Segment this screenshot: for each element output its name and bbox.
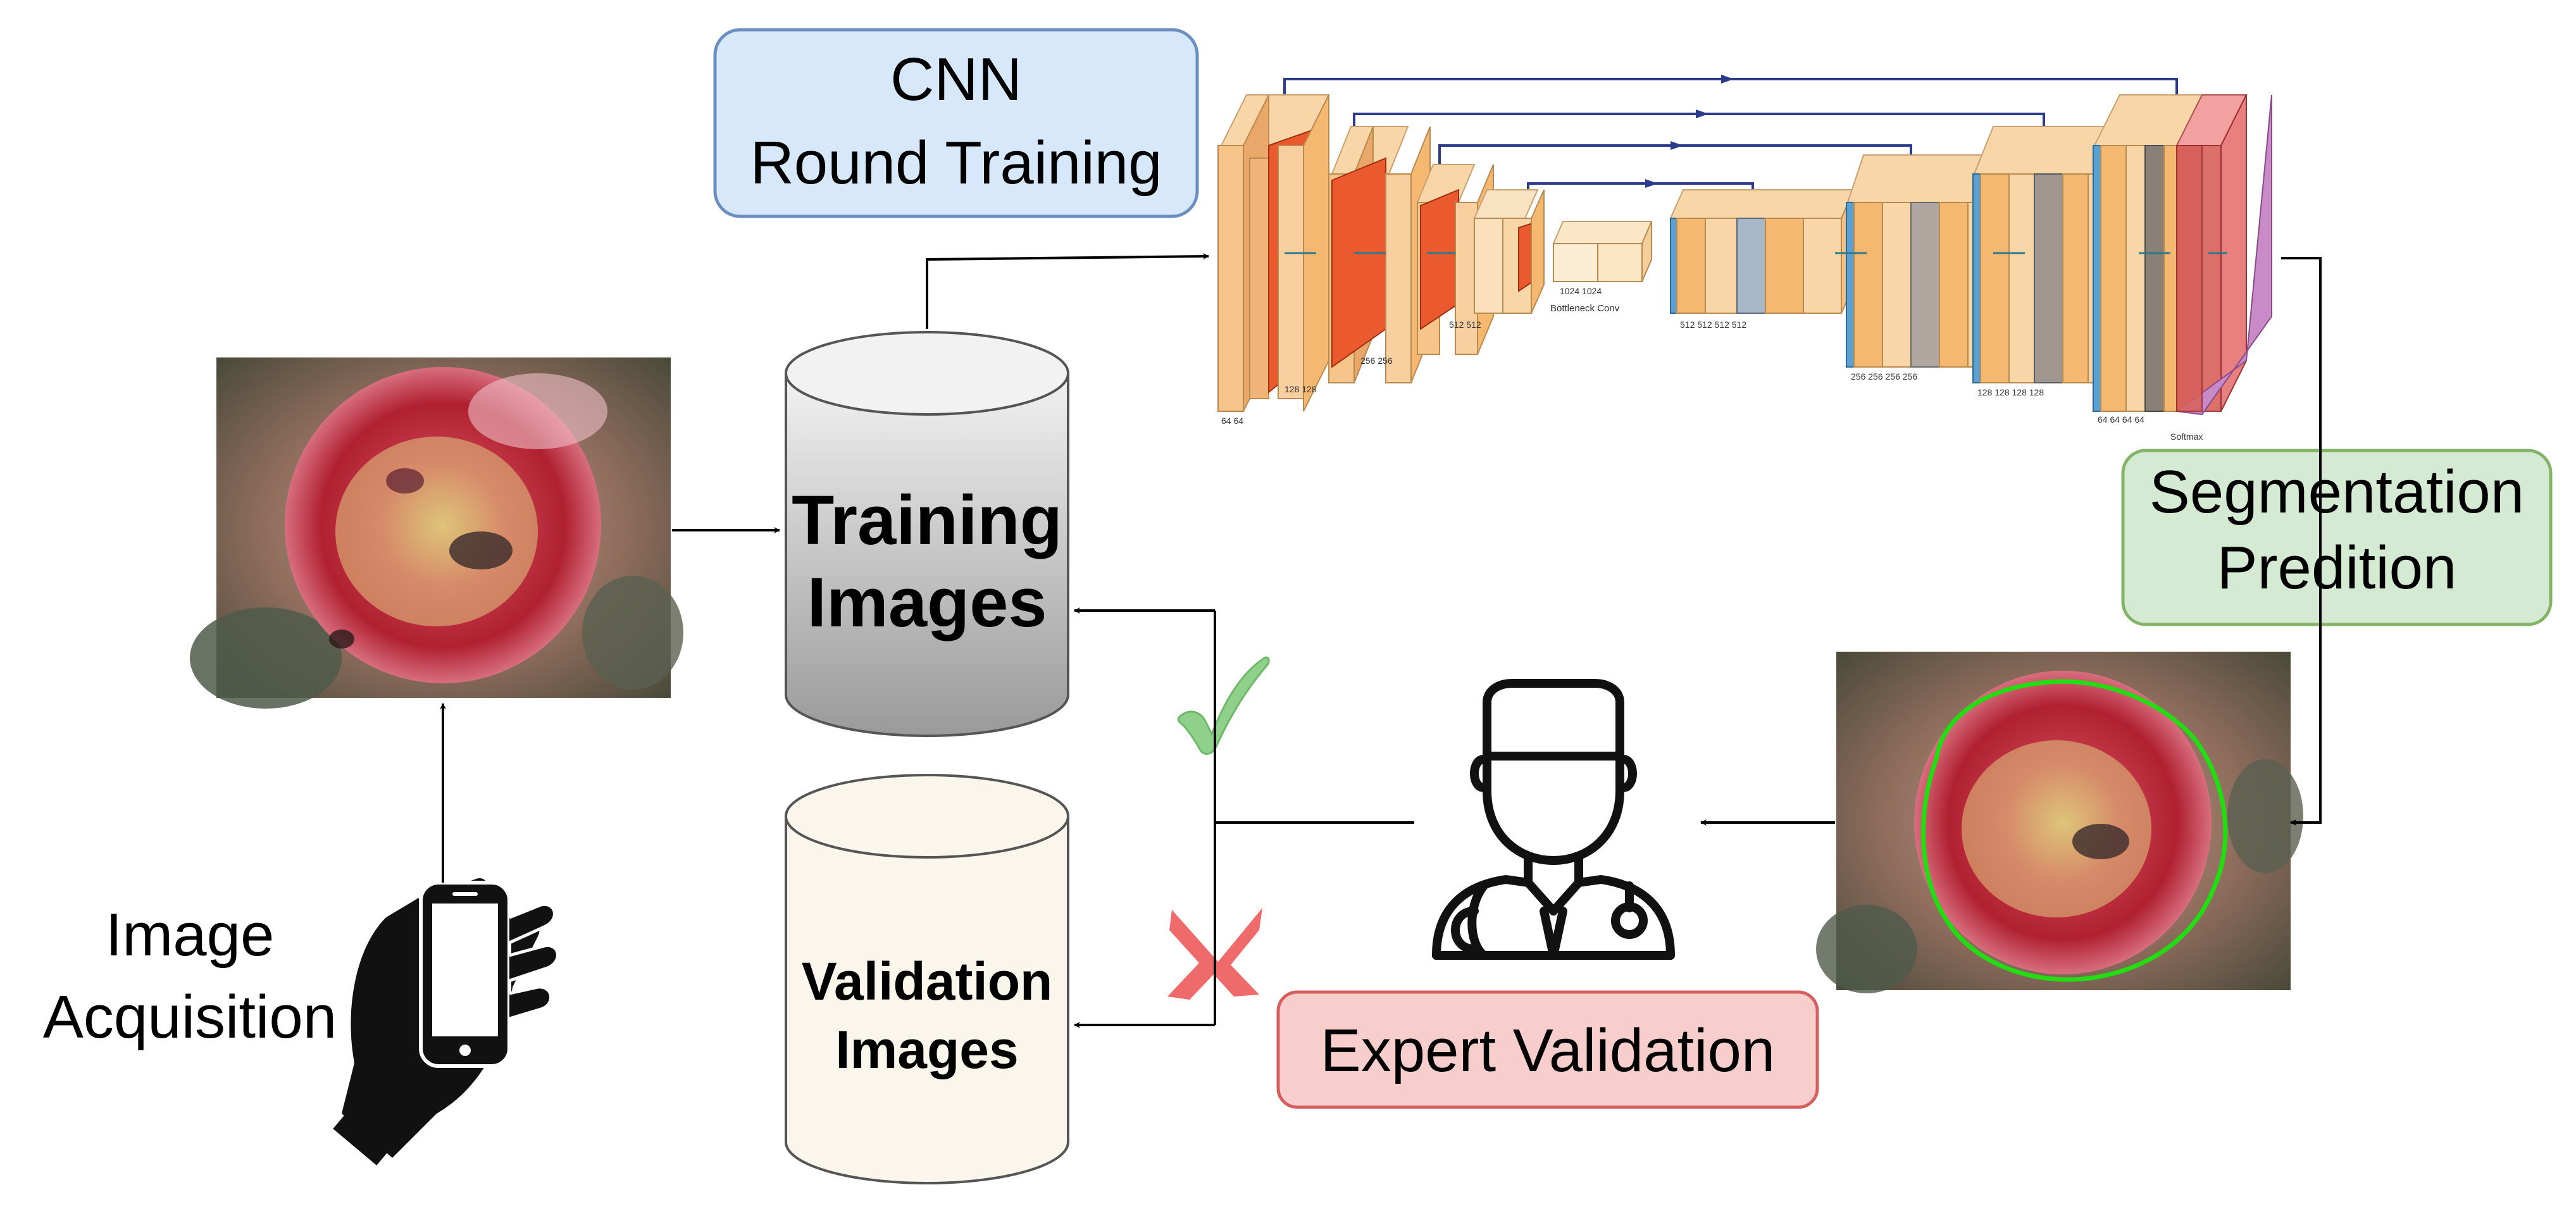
phone-in-hand-icon	[333, 878, 559, 1165]
cnn-round-training-box: CNN Round Training	[713, 28, 1199, 218]
svg-text:64 64 64 64: 64 64 64 64	[2098, 414, 2144, 425]
training-images-database: Training Images	[785, 331, 1069, 737]
encoder-block-2: 128 128 256 256	[1285, 126, 1431, 394]
segmentation-line2: Predition	[2217, 534, 2457, 602]
check-icon	[1177, 656, 1270, 755]
cnn-box-line1: CNN	[890, 46, 1022, 113]
wound-photo	[190, 357, 683, 709]
bottleneck-block: 1024 1024 Bottleneck Conv	[1550, 221, 1653, 314]
validation-images-database: Validation Images	[785, 774, 1069, 1184]
segmented-wound-photo	[1816, 652, 2303, 993]
svg-text:256 256: 256 256	[1360, 356, 1393, 366]
svg-text:256 256 256 256: 256 256 256 256	[1851, 371, 1917, 382]
cross-icon	[1167, 908, 1262, 1000]
encoder-block-1: 64 64	[1217, 94, 1330, 426]
image-acquisition-label: Image Acquisition	[43, 901, 337, 1051]
cnn-box-line2: Round Training	[750, 129, 1162, 197]
training-db-line1: Training	[792, 481, 1062, 559]
svg-text:128 128: 128 128	[1285, 384, 1317, 394]
expert-validation-box: Expert Validation	[1276, 990, 1819, 1109]
svg-text:Softmax: Softmax	[2170, 432, 2203, 442]
training-db-line2: Images	[807, 564, 1047, 642]
encoder-block-4: 512 512	[1449, 189, 1545, 330]
decoder-block-4: 512 512 512 512	[1669, 189, 1855, 330]
segmentation-contour	[1921, 679, 2228, 982]
doctor-icon	[1432, 679, 1675, 960]
flow-connectors	[440, 253, 2322, 1028]
svg-text:Bottleneck Conv: Bottleneck Conv	[1550, 303, 1620, 314]
decoder-block-2: 128 128 128 128	[1972, 126, 2134, 397]
svg-text:Image: Image	[106, 901, 275, 969]
segmentation-line1: Segmentation	[2150, 458, 2524, 526]
svg-text:512 512 512 512: 512 512 512 512	[1680, 320, 1746, 330]
segmentation-prediction-box: Segmentation Predition	[2121, 449, 2553, 626]
expert-validation-label: Expert Validation	[1321, 1017, 1776, 1084]
svg-text:1024 1024: 1024 1024	[1560, 286, 1602, 296]
validation-db-line1: Validation	[802, 952, 1053, 1011]
validation-db-line2: Images	[835, 1020, 1019, 1079]
svg-text:64 64: 64 64	[1221, 416, 1243, 426]
unet-architecture: 64 64 128 128 256 256	[1217, 75, 2272, 442]
svg-text:Acquisition: Acquisition	[43, 983, 337, 1051]
decoder-block-1: 64 64 64 64 Softmax	[2093, 94, 2272, 442]
svg-text:128 128 128 128: 128 128 128 128	[1977, 387, 2044, 397]
svg-text:512 512: 512 512	[1449, 320, 1481, 330]
